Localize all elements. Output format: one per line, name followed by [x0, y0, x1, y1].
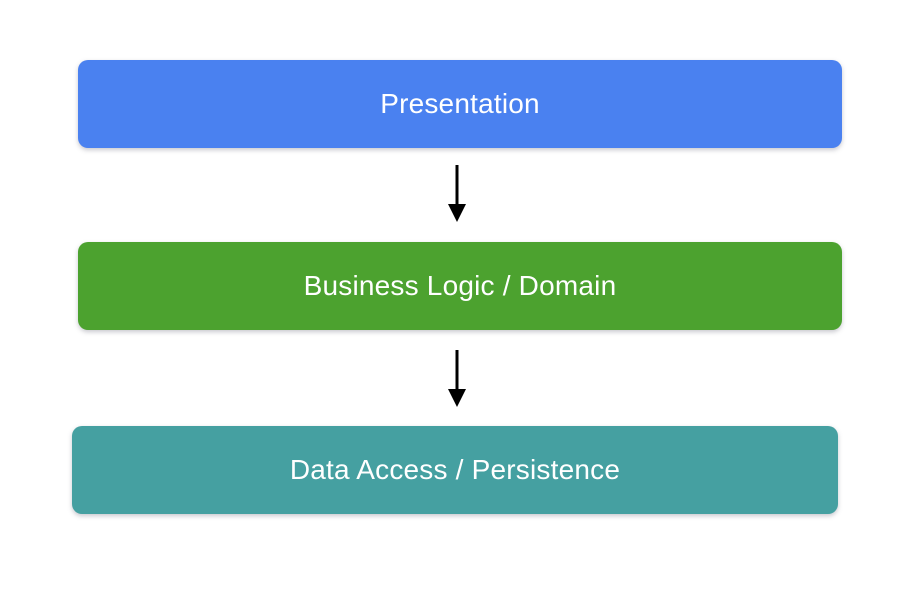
- layer-box-business-logic: Business Logic / Domain: [78, 242, 842, 330]
- arrow-down-icon: [448, 350, 466, 407]
- layer-box-data-access: Data Access / Persistence: [72, 426, 838, 514]
- layer-label-business-logic: Business Logic / Domain: [303, 270, 617, 301]
- layer-box-presentation: Presentation: [78, 60, 842, 148]
- layer-label-data-access: Data Access / Persistence: [289, 454, 621, 485]
- layer-label-presentation: Presentation: [380, 88, 540, 119]
- arrow-down-icon: [448, 165, 466, 222]
